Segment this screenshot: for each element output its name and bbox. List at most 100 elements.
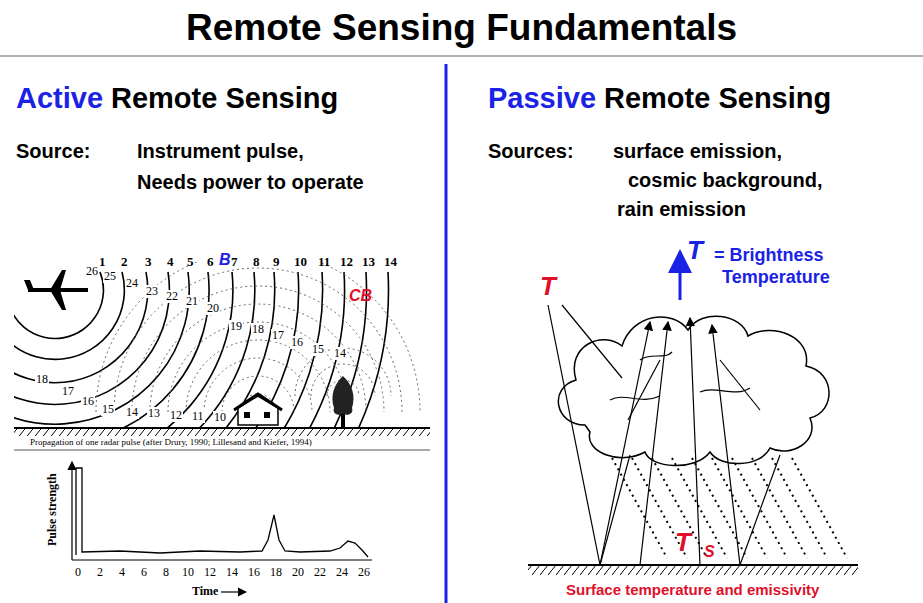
tick-label: 10 xyxy=(182,566,194,579)
divider xyxy=(445,64,448,603)
wavefront xyxy=(14,272,255,428)
house-window xyxy=(264,412,270,418)
ground-line xyxy=(14,427,430,429)
wavefront-number: 12 xyxy=(340,255,353,269)
wavefront-number: 14 xyxy=(384,255,397,269)
axis-title: Time xyxy=(192,585,218,598)
symbol: T xyxy=(675,528,691,557)
wavefront-number: 6 xyxy=(207,255,214,269)
wing xyxy=(50,270,66,310)
ground-hatch xyxy=(14,428,430,436)
echo-number: 14 xyxy=(333,347,347,360)
echo-number: 19 xyxy=(229,320,243,333)
field-name: Source: xyxy=(16,140,90,162)
wavefront-number: 15 xyxy=(101,403,115,416)
echo-number: 16 xyxy=(290,336,304,349)
wavefront xyxy=(14,272,233,428)
heading-word: Passive xyxy=(488,83,596,115)
tick-label: 6 xyxy=(141,566,147,579)
wavefront-number: 3 xyxy=(145,255,152,269)
echo-number: 18 xyxy=(251,323,265,336)
pulse-trace xyxy=(76,468,368,557)
axis-title: Pulse strength xyxy=(46,473,59,546)
ray xyxy=(548,305,650,565)
wavefront-number: 11 xyxy=(191,410,205,423)
house-roof xyxy=(234,394,282,410)
slide-title: Remote Sensing Fundamentals xyxy=(186,8,737,49)
symbol: T xyxy=(540,272,556,301)
tick-label: 2 xyxy=(97,566,103,579)
wavefront-number: 2 xyxy=(121,255,128,269)
echo-front xyxy=(114,268,402,412)
tick-label: 12 xyxy=(204,566,216,579)
tick-label: 24 xyxy=(336,566,348,579)
rain-streak xyxy=(712,458,767,558)
rain-streak xyxy=(732,458,787,558)
echo-number: 24 xyxy=(125,277,139,290)
wavefront xyxy=(14,272,367,428)
wavefront-number: 11 xyxy=(318,255,330,269)
tick-label: 22 xyxy=(314,566,326,579)
symbol-subscript: CB xyxy=(349,287,372,305)
wavefront-number: 12 xyxy=(169,409,183,422)
wavefront-number: 1 xyxy=(99,255,106,269)
echo-front xyxy=(96,262,420,412)
tick-label: 20 xyxy=(292,566,304,579)
house xyxy=(234,394,282,425)
heading: Remote Sensing xyxy=(604,83,831,115)
wavefront-number: 13 xyxy=(362,255,375,269)
time-arrow xyxy=(221,591,246,592)
brightness-arrow xyxy=(679,252,682,300)
cloud-detail xyxy=(610,352,750,400)
title-rule xyxy=(0,55,923,57)
symbol-meaning: = Brightness xyxy=(714,246,824,266)
rain-streak xyxy=(772,458,827,558)
tick-label: 14 xyxy=(226,566,238,579)
house-body xyxy=(238,396,278,425)
ray xyxy=(690,318,700,565)
echo-number: 26 xyxy=(85,265,99,278)
field-name: Sources: xyxy=(488,140,574,162)
wavefront-number: 5 xyxy=(187,255,194,269)
wavefront xyxy=(14,272,148,383)
wavefront xyxy=(14,272,169,404)
wavefront-number: 9 xyxy=(273,255,280,269)
wavefront xyxy=(14,272,275,428)
wavefront xyxy=(14,272,189,424)
x-axis xyxy=(72,559,372,560)
wavefront xyxy=(14,272,209,428)
tick-label: 4 xyxy=(119,566,125,579)
echo-number: 22 xyxy=(165,290,179,303)
ray xyxy=(720,360,760,410)
tick-label: 18 xyxy=(270,566,282,579)
wavefront-number: 17 xyxy=(61,385,75,398)
wavefronts xyxy=(14,262,420,428)
rain-streak xyxy=(612,458,667,558)
heading: Remote Sensing xyxy=(111,83,338,115)
wavefront xyxy=(14,272,124,359)
figure-rule xyxy=(14,450,430,451)
echo-number: 23 xyxy=(145,285,159,298)
wavefront xyxy=(14,272,345,428)
wavefront-number: 18 xyxy=(35,373,49,386)
tick-label: 0 xyxy=(75,566,81,579)
wavefront xyxy=(14,272,388,428)
wavefront-number: 13 xyxy=(147,407,161,420)
field-value: rain emission xyxy=(617,198,746,220)
rain-streak xyxy=(692,458,747,558)
figure-caption: Propagation of one radar pulse (after Dr… xyxy=(30,438,312,448)
wavefront-number: 4 xyxy=(167,255,174,269)
wavefront-number: 14 xyxy=(125,406,139,419)
ground-caption: Surface temperature and emissivity xyxy=(566,582,819,599)
heading-word: Active xyxy=(16,83,103,115)
tick-label: 8 xyxy=(163,566,169,579)
echo-number: 20 xyxy=(206,302,220,315)
symbol: T xyxy=(687,236,703,265)
ray xyxy=(600,455,630,565)
tree xyxy=(332,376,353,428)
field-value: Instrument pulse, xyxy=(137,140,304,162)
ray xyxy=(712,325,740,565)
cloud xyxy=(558,316,829,465)
symbol-meaning: Temperature xyxy=(722,268,830,288)
field-value: surface emission, xyxy=(613,140,782,162)
